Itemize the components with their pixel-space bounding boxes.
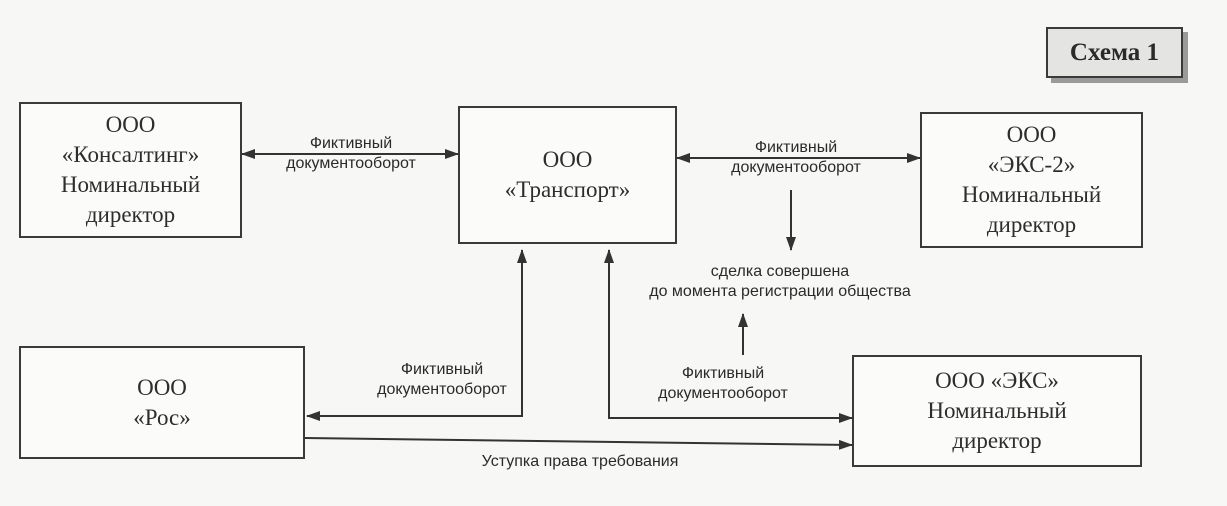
- label-doc-flow-eks: Фиктивный документооборот: [643, 364, 803, 404]
- deal-note-line-2: до момента регистрации общества: [649, 283, 911, 300]
- entity-eks: ООО «ЭКС» Номинальный директор: [852, 355, 1142, 467]
- entity-ros: ООО «Рос»: [19, 346, 305, 459]
- consulting-line-3: Номинальный: [60, 172, 201, 197]
- doc-flow-word-2: документооборот: [731, 159, 861, 176]
- doc-flow-word-1: Фиктивный: [400, 361, 484, 378]
- eks-line-1: ООО «ЭКС»: [935, 368, 1059, 393]
- doc-flow-word-2: документооборот: [286, 155, 416, 172]
- doc-flow-word-1: Фиктивный: [309, 135, 393, 152]
- doc-flow-word-2: документооборот: [377, 381, 507, 398]
- label-deal-note: сделка совершена до момента регистрации …: [620, 262, 940, 302]
- ros-line-1: ООО: [137, 374, 187, 400]
- eks-line-3: директор: [952, 428, 1042, 453]
- doc-flow-word-1: Фиктивный: [681, 365, 765, 382]
- eks2-line-2: «ЭКС-2»: [987, 152, 1076, 177]
- eks2-line-4: директор: [986, 212, 1077, 237]
- label-doc-flow-ros: Фиктивный документооборот: [362, 360, 522, 400]
- entity-consulting: ООО «Консалтинг» Номинальный директор: [19, 102, 242, 238]
- transport-line-2: «Транспорт»: [504, 177, 631, 202]
- ros-line-2: «Рос»: [133, 404, 191, 430]
- arrow-ros-eks-assignment: [304, 437, 853, 450]
- doc-flow-word-1: Фиктивный: [754, 139, 838, 156]
- label-doc-flow-eks2: Фиктивный документооборот: [716, 138, 876, 178]
- eks2-line-3: Номинальный: [961, 182, 1102, 207]
- consulting-line-4: директор: [85, 202, 176, 227]
- label-claim-assignment: Уступка права требования: [481, 453, 679, 470]
- transport-line-1: ООО: [542, 147, 593, 172]
- consulting-line-1: ООО: [105, 112, 156, 137]
- consulting-line-2: «Консалтинг»: [61, 142, 200, 167]
- label-doc-flow-consulting: Фиктивный документооборот: [271, 134, 431, 174]
- scheme-label: Схема 1: [1046, 27, 1183, 78]
- doc-flow-word-2: документооборот: [658, 385, 788, 402]
- eks2-line-1: ООО: [1006, 122, 1057, 147]
- deal-note-line-1: сделка совершена: [710, 263, 850, 280]
- entity-transport: ООО «Транспорт»: [458, 106, 677, 244]
- entity-eks2: ООО «ЭКС-2» Номинальный директор: [920, 112, 1143, 248]
- arrow-transport-eks: [604, 249, 853, 423]
- eks-line-2: Номинальный: [927, 398, 1067, 423]
- arrow-ros-transport: [306, 249, 527, 421]
